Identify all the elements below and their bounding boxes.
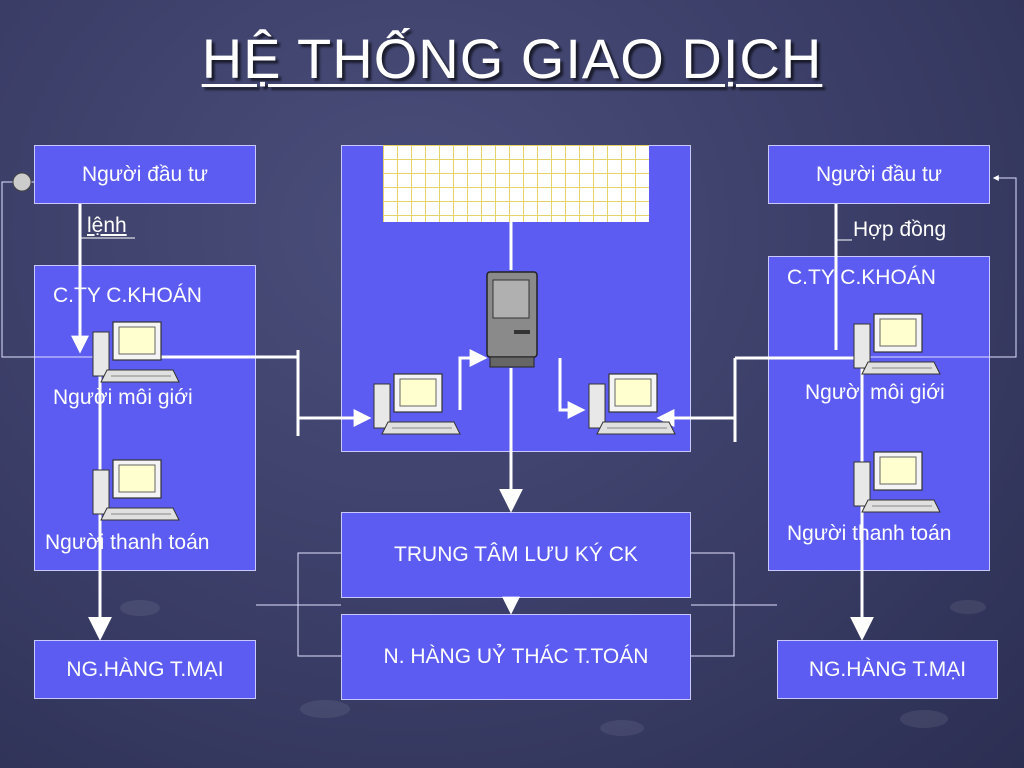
right-investor-label: Người đầu tư [816,162,942,186]
background-dot [950,600,986,614]
depository-label: TRUNG TÂM LƯU KÝ CK [394,543,638,566]
right-broker-label: Người môi giới [805,381,945,404]
trading-board-grid [383,145,649,222]
right-bank-label: NG.HÀNG T.MẠI [808,657,967,681]
left-bank-label: NG.HÀNG T.MẠI [66,657,224,681]
left-investor-box: Người đầu tư [34,145,256,204]
right-bank-box: NG.HÀNG T.MẠI [777,640,998,699]
settlement-bank-box: N. HÀNG UỶ THÁC T.TOÁN [341,614,691,700]
right-contract-label: Hợp đồng [853,218,947,241]
left-bank-box: NG.HÀNG T.MẠI [34,640,256,699]
right-company-label: C.TY C.KHOÁN [787,266,936,289]
left-payer-label: Người thanh toán [45,531,210,554]
page-title: HỆ THỐNG GIAO DỊCH [201,27,823,90]
background-dot [300,700,350,718]
left-company-box: C.TY C.KHOÁN Người môi giới Người thanh … [34,265,256,571]
left-order-label: lệnh [87,214,127,237]
left-company-label: C.TY C.KHOÁN [53,284,202,307]
background-dot [900,710,948,728]
settlement-bank-label: N. HÀNG UỶ THÁC T.TOÁN [383,645,649,668]
left-broker-label: Người môi giới [53,386,193,409]
right-payer-label: Người thanh toán [787,522,952,545]
background-dot [120,600,160,616]
right-investor-box: Người đầu tư [768,145,990,204]
right-company-box: C.TY C.KHOÁN Người môi giới Người thanh … [768,256,990,571]
background-dot [600,720,644,736]
depository-box: TRUNG TÂM LƯU KÝ CK [341,512,691,598]
left-investor-label: Người đầu tư [82,162,208,186]
